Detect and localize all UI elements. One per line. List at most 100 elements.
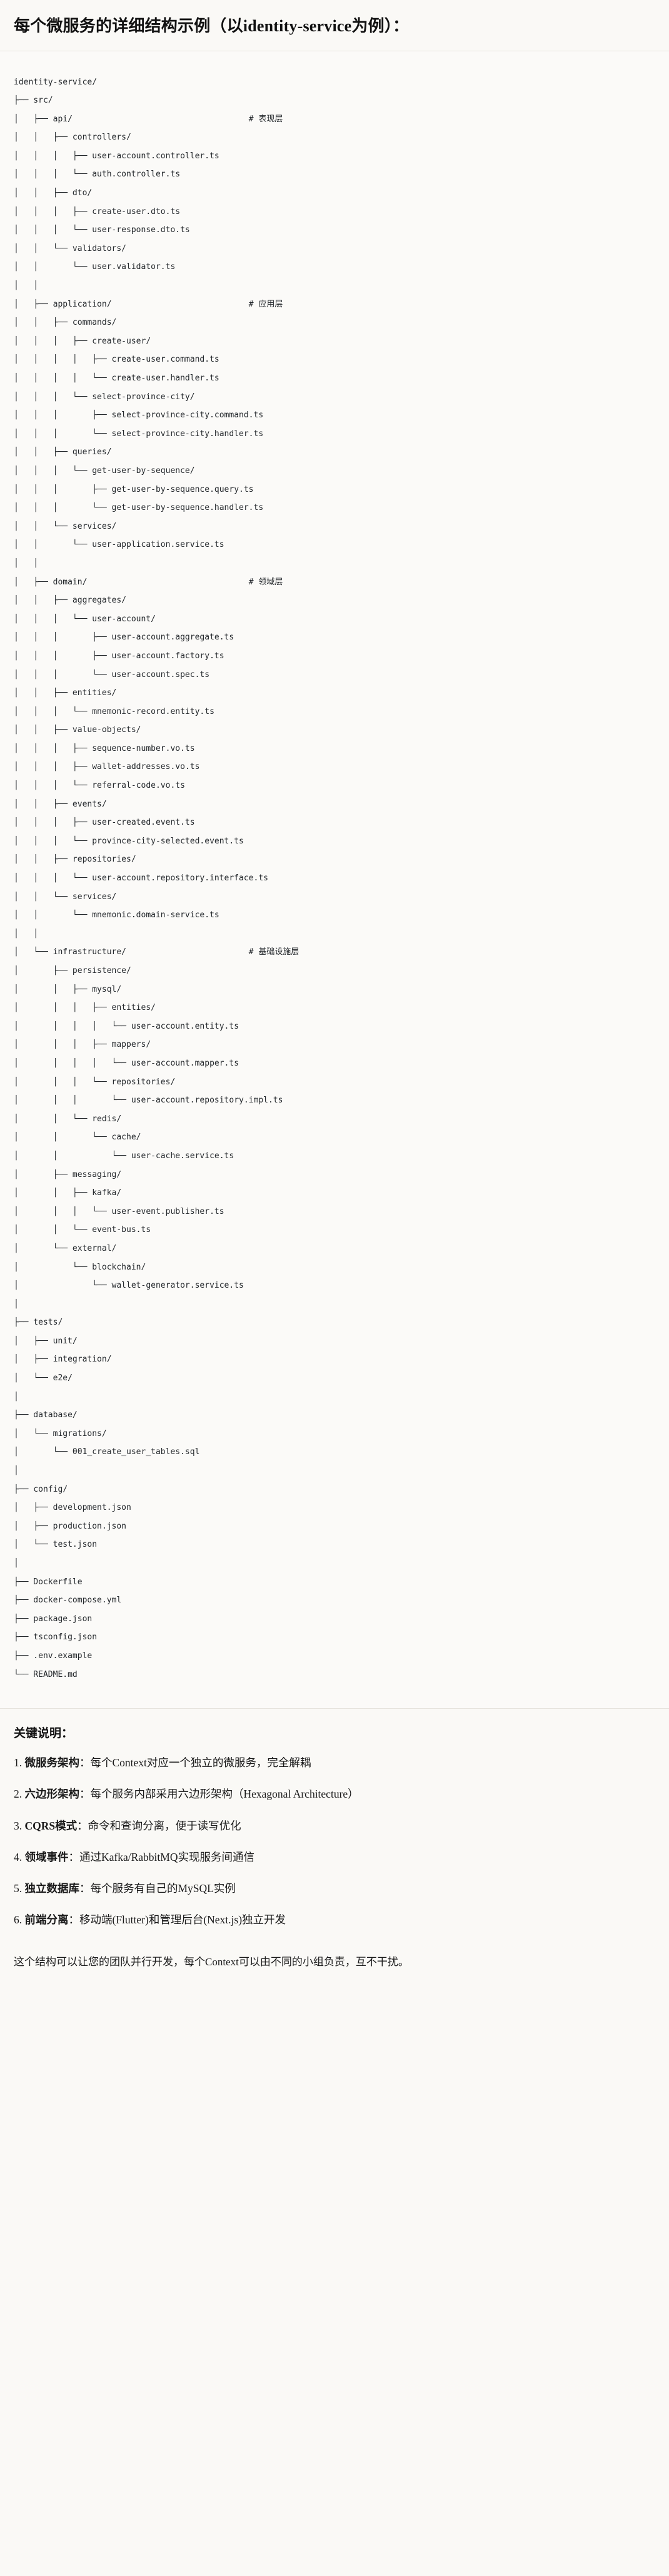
tree-line: │ │ │ └── user-account/ [14, 614, 156, 624]
tree-line: │ └── infrastructure/ # 基础设施层 [14, 947, 299, 957]
note-label: CQRS模式 [24, 1819, 78, 1832]
tree-comment: # 表现层 [248, 114, 283, 124]
tree-line: │ │ ├── events/ [14, 799, 107, 809]
tree-line: │ ├── application/ # 应用层 [14, 299, 283, 309]
tree-line: │ ├── production.json [14, 1521, 127, 1531]
tree-line: identity-service/ [14, 77, 98, 87]
page-header: 每个微服务的详细结构示例（以identity-service为例）： [0, 0, 669, 51]
tree-line: │ │ │ ├── create-user.dto.ts [14, 206, 181, 216]
tree-line: │ └── 001_create_user_tables.sql [14, 1447, 200, 1457]
tree-line: │ │ ├── queries/ [14, 447, 112, 457]
tree-line: │ │ [14, 929, 39, 939]
notes-title: 关键说明： [14, 1727, 74, 1741]
tree-line: │ │ │ ├── user-created.event.ts [14, 818, 195, 828]
tree-line: │ │ └── cache/ [14, 1133, 141, 1143]
tree-line: │ │ │ └── select-province-city/ [14, 392, 195, 402]
tree-line: │ │ └── validators/ [14, 243, 127, 253]
tree-line: │ │ ├── mysql/ [14, 984, 122, 994]
tree-line: │ │ [14, 558, 39, 568]
tree-line: ├── .env.example [14, 1651, 93, 1661]
tree-line: │ │ ├── dto/ [14, 188, 93, 198]
tree-line: │ ├── integration/ [14, 1355, 112, 1365]
tree-line: ├── package.json [14, 1614, 93, 1624]
tree-line: │ │ │ ├── get-user-by-sequence.query.ts [14, 484, 254, 494]
tree-line: │ ├── development.json [14, 1503, 131, 1513]
tree-line: │ │ │ ├── create-user/ [14, 336, 151, 346]
note-label: 六边形架构 [24, 1788, 80, 1801]
tree-line: │ │ └── mnemonic.domain-service.ts [14, 910, 219, 920]
note-number: 3. [14, 1819, 25, 1832]
tree-line: ├── docker-compose.yml [14, 1596, 122, 1606]
tree-line: │ │ │ ├── sequence-number.vo.ts [14, 743, 195, 753]
note-label: 前端分离 [24, 1913, 69, 1927]
tree-line: ├── src/ [14, 96, 53, 106]
tree-line: │ │ ├── repositories/ [14, 855, 136, 865]
tree-line: │ │ │ ├── select-province-city.command.t… [14, 410, 264, 420]
tree-line: │ [14, 1299, 19, 1309]
tree-line: │ │ │ ├── wallet-addresses.vo.ts [14, 762, 200, 772]
tree-line: └── README.md [14, 1669, 78, 1679]
note-item: 5. 独立数据库：每个服务有自己的MySQL实例 [14, 1880, 655, 1896]
tree-line: │ │ │ └── user-account.repository.interf… [14, 873, 268, 883]
note-label: 微服务架构 [24, 1756, 80, 1769]
tree-line: │ ├── messaging/ [14, 1169, 122, 1179]
tree-line: │ ├── unit/ [14, 1336, 78, 1346]
tree-line: │ │ │ └── user-response.dto.ts [14, 225, 190, 235]
tree-line: │ └── e2e/ [14, 1373, 73, 1383]
tree-line: │ │ [14, 281, 39, 291]
tree-line: ├── tests/ [14, 1318, 63, 1328]
tree-comment: # 领域层 [248, 577, 283, 587]
tree-line: │ └── migrations/ [14, 1428, 107, 1438]
tree-comment: # 基础设施层 [248, 947, 299, 957]
page-root: 每个微服务的详细结构示例（以identity-service为例）： ident… [0, 0, 669, 1968]
tree-line: │ │ │ ├── user-account.aggregate.ts [14, 633, 234, 643]
tree-line: │ │ │ └── user-account.spec.ts [14, 669, 210, 680]
note-label: 领域事件 [24, 1850, 69, 1863]
tree-line: ├── Dockerfile [14, 1577, 83, 1587]
note-item: 4. 领域事件：通过Kafka/RabbitMQ实现服务间通信 [14, 1849, 655, 1865]
page-title: 每个微服务的详细结构示例（以identity-service为例）： [14, 17, 410, 35]
tree-line: │ [14, 1559, 19, 1568]
tree-line: │ └── blockchain/ [14, 1262, 146, 1272]
tree-line: │ └── test.json [14, 1540, 98, 1550]
tree-line: │ │ │ └── referral-code.vo.ts [14, 781, 185, 791]
tree-line: │ └── wallet-generator.service.ts [14, 1281, 244, 1291]
tree-line: ├── config/ [14, 1484, 68, 1494]
notes-list: 1. 微服务架构：每个Context对应一个独立的微服务，完全解耦 2. 六边形架… [14, 1754, 655, 1928]
tree-line: │ │ └── services/ [14, 892, 117, 902]
note-number: 1. [14, 1756, 25, 1769]
note-item: 2. 六边形架构：每个服务内部采用六边形架构（Hexagonal Archite… [14, 1786, 655, 1802]
tree-line: │ └── external/ [14, 1243, 117, 1253]
tree-comment: # 应用层 [248, 299, 283, 309]
tree-line: │ │ │ └── user-account.repository.impl.t… [14, 1096, 283, 1106]
tree-line: │ │ │ └── repositories/ [14, 1077, 176, 1087]
closing-paragraph: 这个结构可以让您的团队并行开发，每个Context可以由不同的小组负责，互不干扰… [14, 1955, 409, 1968]
tree-line: │ [14, 1392, 19, 1402]
note-item: 3. CQRS模式：命令和查询分离，便于读写优化 [14, 1818, 655, 1834]
tree-line: │ │ │ ├── user-account.factory.ts [14, 651, 224, 661]
directory-tree-block: identity-service/├── src/│ ├── api/ # 表现… [0, 51, 669, 1709]
tree-line: │ │ │ └── get-user-by-sequence.handler.t… [14, 503, 264, 513]
tree-line: │ │ ├── value-objects/ [14, 725, 141, 735]
tree-line: │ │ │ │ └── user-account.mapper.ts [14, 1058, 239, 1068]
tree-line: │ │ └── event-bus.ts [14, 1225, 151, 1235]
tree-line: │ │ ├── controllers/ [14, 133, 131, 143]
tree-line: │ │ │ ├── entities/ [14, 1003, 156, 1013]
tree-line: │ │ │ └── user-event.publisher.ts [14, 1206, 224, 1216]
note-text: ：命令和查询分离，便于读写优化 [77, 1819, 241, 1832]
tree-line: │ │ │ └── select-province-city.handler.t… [14, 429, 264, 439]
note-number: 6. [14, 1913, 25, 1927]
tree-line: ├── tsconfig.json [14, 1632, 98, 1642]
tree-line: │ │ └── redis/ [14, 1114, 122, 1124]
notes-section: 关键说明： 1. 微服务架构：每个Context对应一个独立的微服务，完全解耦 2… [0, 1709, 669, 1950]
tree-line: │ ├── persistence/ [14, 966, 131, 975]
tree-line: │ │ │ │ └── user-account.entity.ts [14, 1021, 239, 1031]
directory-tree: identity-service/├── src/│ ├── api/ # 表现… [14, 73, 655, 1684]
tree-line: │ │ └── user.validator.ts [14, 262, 176, 272]
note-item: 1. 微服务架构：每个Context对应一个独立的微服务，完全解耦 [14, 1754, 655, 1771]
tree-line: │ │ │ ├── user-account.controller.ts [14, 151, 219, 161]
tree-line: │ │ ├── aggregates/ [14, 596, 127, 606]
tree-line: │ │ │ └── auth.controller.ts [14, 170, 181, 180]
tree-line: │ │ │ └── get-user-by-sequence/ [14, 466, 195, 476]
note-number: 5. [14, 1882, 25, 1895]
